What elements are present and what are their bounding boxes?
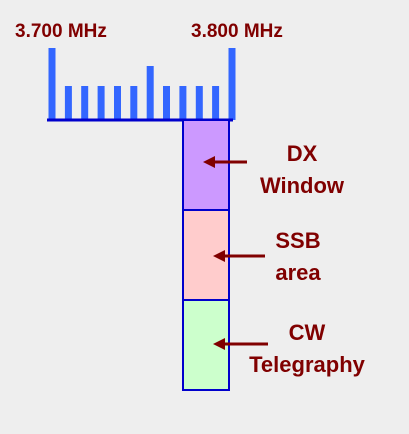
freq-label-right: 3.800 MHz <box>191 21 283 42</box>
label-dx: DX <box>287 141 318 166</box>
scale-tick <box>195 86 203 120</box>
label-telegraphy: Telegraphy <box>249 352 366 377</box>
scale-tick <box>81 86 89 120</box>
scale-tick <box>64 86 72 120</box>
scale-tick <box>179 86 187 120</box>
scale-tick <box>228 48 236 120</box>
segment-dx-window <box>182 119 230 211</box>
label-window: Window <box>260 173 345 198</box>
frequency-scale-ticks <box>48 48 236 120</box>
scale-tick <box>146 66 154 120</box>
arrow-ssb <box>213 250 265 262</box>
scale-tick <box>97 86 105 120</box>
arrow-cw <box>213 338 268 350</box>
label-cw: CW <box>289 320 326 345</box>
scale-tick <box>163 86 170 120</box>
scale-tick <box>130 86 138 120</box>
freq-label-left: 3.700 MHz <box>15 21 107 42</box>
scale-tick <box>114 86 121 120</box>
scale-tick <box>48 48 56 120</box>
scale-tick <box>212 86 220 120</box>
label-area: area <box>275 260 321 285</box>
arrow-dx <box>203 156 247 168</box>
label-ssb: SSB <box>275 228 320 253</box>
